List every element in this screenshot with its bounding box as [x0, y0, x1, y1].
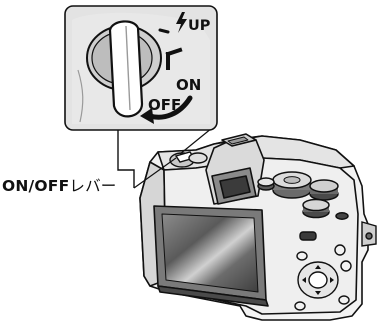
mode-dial — [272, 171, 312, 199]
hot-shoe-slot — [227, 136, 249, 145]
on-indicator-mark — [165, 47, 183, 70]
play-button — [294, 301, 306, 311]
inset-grip-curve — [77, 69, 84, 123]
callout-bold-text: ON/OFF — [2, 177, 70, 195]
rear-monitor — [153, 205, 269, 307]
power-lever-callout: ON/OFFレバー — [2, 174, 116, 198]
inset-connector-line — [179, 127, 213, 155]
lightning-bolt-icon — [176, 12, 187, 33]
flash-up-label: UP — [188, 18, 211, 34]
zoom-inset — [64, 5, 218, 131]
callout-leader-line — [117, 118, 135, 188]
menu-button — [334, 244, 346, 256]
off-label: OFF — [148, 96, 181, 114]
callout-pointer-line — [133, 157, 177, 189]
selector-down-mark — [315, 291, 321, 295]
selector-right-mark — [330, 277, 334, 283]
curved-arrow-icon — [140, 95, 193, 124]
ok-button — [296, 251, 308, 261]
monitor-screen — [161, 213, 259, 293]
af-lock-button — [299, 231, 317, 241]
viewfinder-window — [219, 175, 251, 199]
rear-control-dial — [309, 179, 339, 201]
lever-paddle — [108, 20, 144, 118]
rear-buttons — [294, 231, 352, 311]
flash-up-indicator-line — [158, 28, 170, 34]
on-label: ON — [176, 76, 201, 94]
selector-up-mark — [315, 265, 321, 269]
info-button — [340, 260, 352, 272]
lever-paddle-ridge — [125, 25, 131, 111]
callout-plain-text: レバー — [69, 177, 117, 195]
mode-dial-left — [188, 152, 208, 164]
front-control-dial — [302, 198, 330, 219]
selector-left-mark — [302, 277, 306, 283]
small-top-dial — [257, 177, 275, 191]
monitor-hinge — [157, 285, 269, 307]
top-dials — [257, 171, 349, 220]
delete-button — [338, 295, 350, 305]
strap-lug — [361, 221, 377, 247]
viewfinder — [205, 133, 265, 205]
multi-selector-center — [308, 271, 328, 289]
fn-button — [335, 212, 349, 220]
